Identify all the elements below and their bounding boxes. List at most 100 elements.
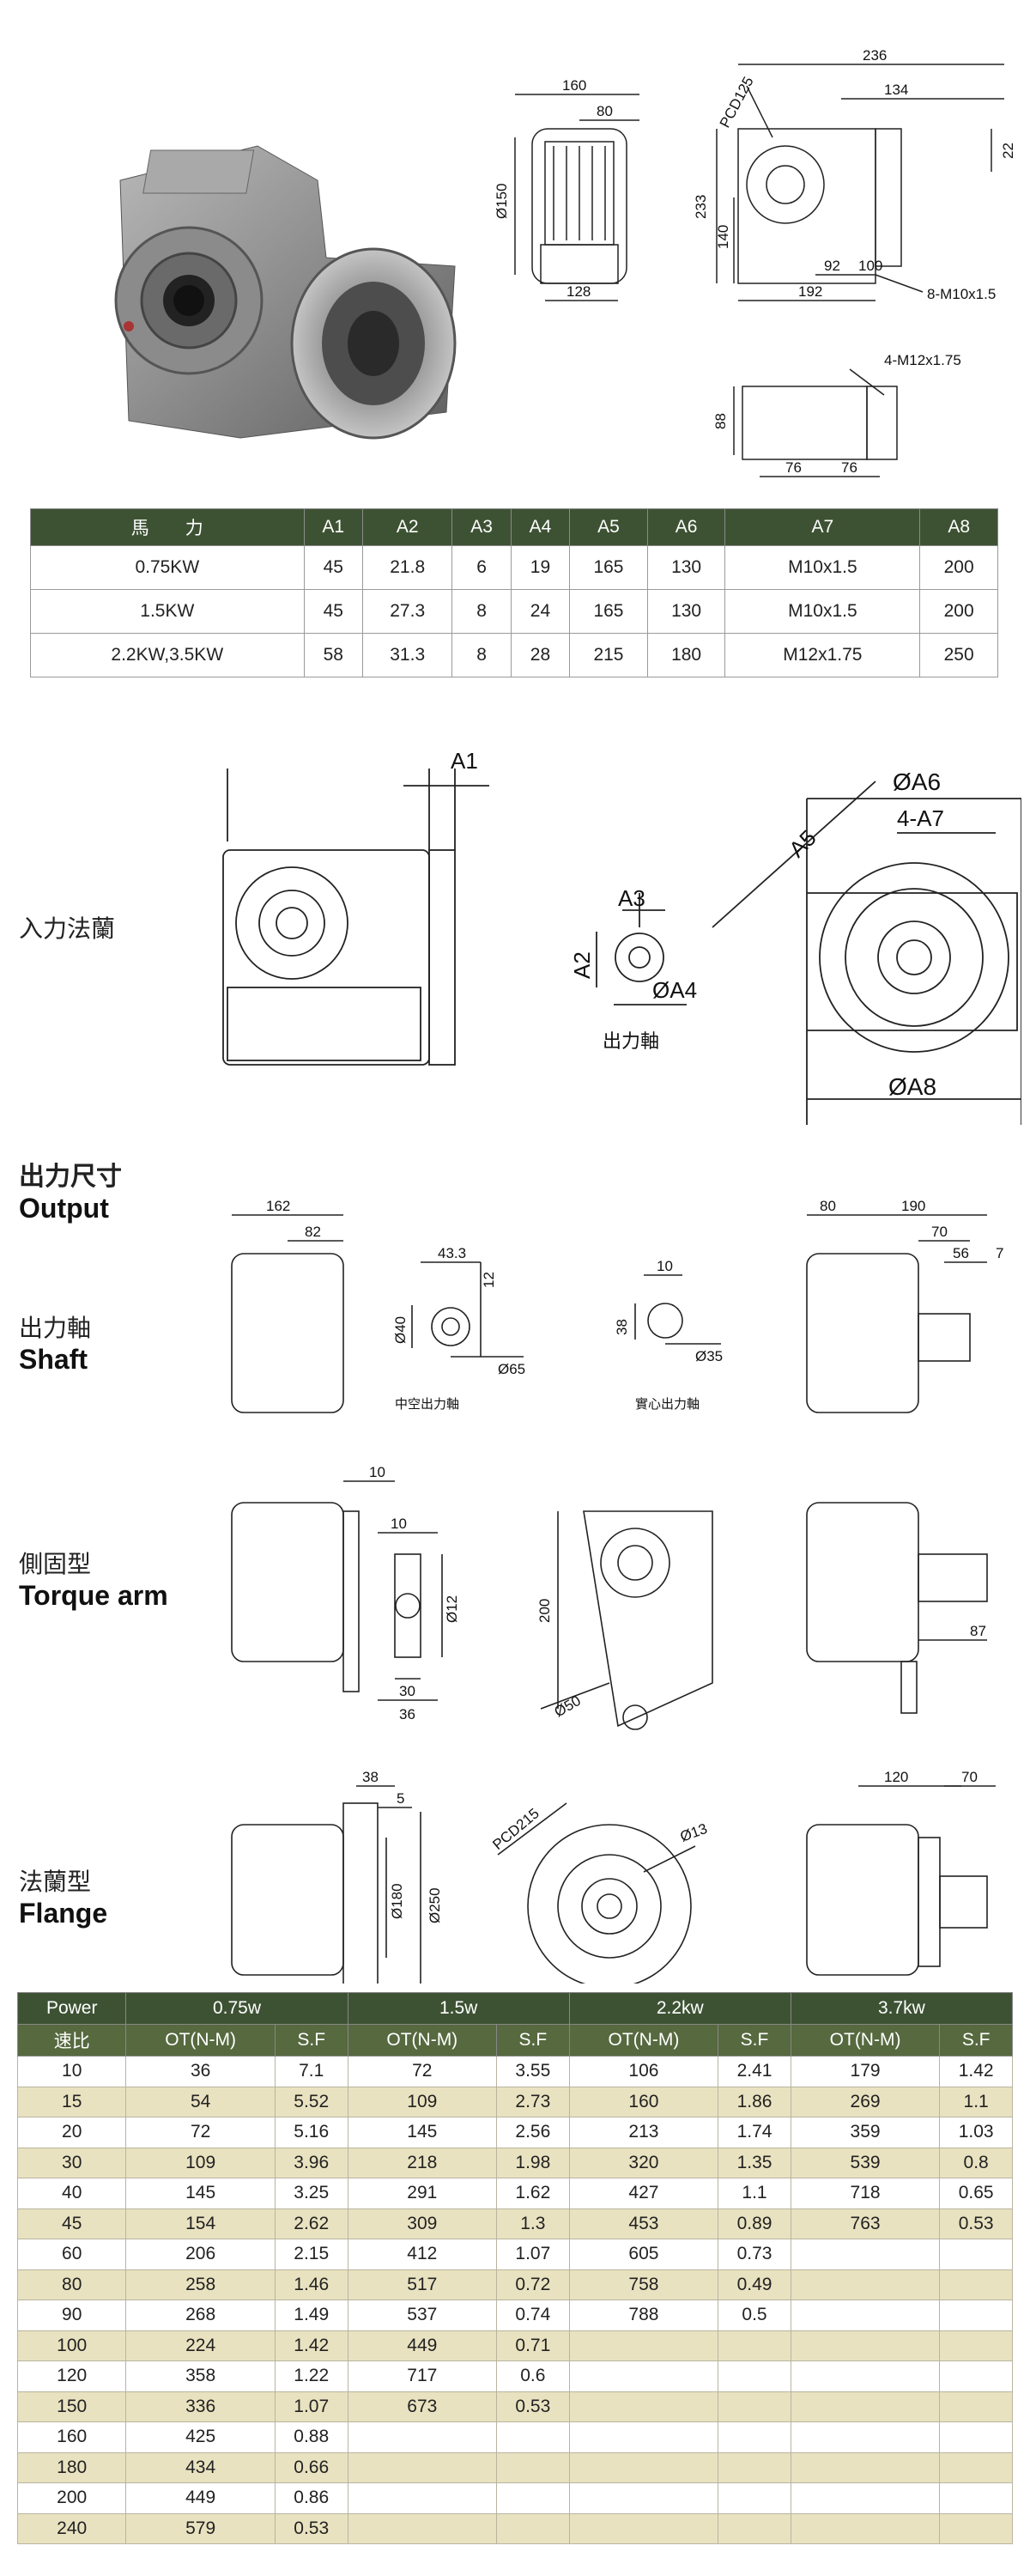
dim-160: 160 (562, 77, 586, 94)
dim-190: 190 (901, 1198, 925, 1214)
table-cell: 1.42 (274, 2330, 348, 2361)
table-cell: 8 (451, 589, 512, 634)
table-cell: 309 (347, 2208, 498, 2239)
performance-table: Power 0.75w 1.5w 2.2kw 3.7kw 速比 OT(N-M) … (16, 1992, 1014, 2544)
table-cell: M10x1.5 (724, 589, 921, 634)
table-cell: 539 (790, 2147, 941, 2178)
dim-d65: Ø65 (498, 1361, 525, 1377)
table-cell: 0.88 (274, 2421, 348, 2453)
dim-bolts-m10: 8-M10x1.5 (927, 286, 996, 302)
top-dimension-drawings: 160 80 Ø150 128 236 134 PCD125 22 233 14… (494, 47, 1016, 477)
table-cell (496, 2451, 570, 2483)
table-cell: 268 (125, 2300, 276, 2331)
dim-38-flange: 38 (362, 1769, 379, 1785)
table-cell: 120 (16, 2360, 127, 2392)
dim-236: 236 (863, 47, 887, 64)
table-cell: 3.55 (496, 2056, 570, 2087)
dim-43: 43.3 (438, 1245, 466, 1261)
table-cell (347, 2451, 498, 2483)
table-cell: 579 (125, 2512, 276, 2544)
table-cell (790, 2360, 941, 2392)
dim-87: 87 (970, 1623, 986, 1639)
table-cell: 758 (568, 2269, 719, 2300)
table-cell (939, 2300, 1013, 2331)
table-cell: 165 (569, 545, 648, 590)
shaft-row-label: 出力軸 Shaft (19, 1309, 91, 1376)
table-cell: 1.07 (274, 2391, 348, 2422)
table-cell: 200 (919, 545, 998, 590)
table-cell: 145 (347, 2117, 498, 2148)
table-cell: 160 (16, 2421, 127, 2453)
dim-a1: A1 (451, 748, 478, 774)
table-cell: 1.3 (496, 2208, 570, 2239)
table-cell: 224 (125, 2330, 276, 2361)
sub-header: S.F (939, 2024, 1013, 2057)
table-cell (790, 2451, 941, 2483)
table-cell: 788 (568, 2300, 719, 2331)
table-cell: 0.53 (939, 2208, 1013, 2239)
dim-pcd215: PCD215 (489, 1805, 542, 1853)
table-cell: 2.2KW,3.5KW (30, 633, 305, 677)
table-cell: 200 (919, 589, 998, 634)
table-cell: 718 (790, 2178, 941, 2209)
table-cell: 291 (347, 2178, 498, 2209)
dim-12-shaft: 12 (481, 1272, 497, 1288)
table-cell: 412 (347, 2239, 498, 2270)
sub-header: OT(N-M) (125, 2024, 276, 2057)
table-cell: 58 (303, 633, 363, 677)
dim-82: 82 (305, 1224, 321, 1240)
table-cell (790, 2421, 941, 2453)
table-cell (790, 2239, 941, 2270)
table-cell (939, 2360, 1013, 2392)
table-cell: 2.41 (718, 2056, 791, 2087)
torque-row-label: 側固型 Torque arm (19, 1546, 168, 1612)
table-cell: 1.74 (718, 2117, 791, 2148)
table-cell (939, 2421, 1013, 2453)
spec-header: A5 (569, 508, 648, 546)
table-cell: 0.5 (718, 2300, 791, 2331)
dim-a7: 4-A7 (897, 805, 944, 831)
table-cell: 517 (347, 2269, 498, 2300)
table-cell (568, 2330, 719, 2361)
dim-a4: ØA4 (652, 977, 697, 1003)
dim-162: 162 (266, 1198, 290, 1214)
table-cell: 1.86 (718, 2086, 791, 2117)
table-cell: 0.6 (496, 2360, 570, 2392)
dim-d180: Ø180 (389, 1883, 405, 1919)
table-cell: 6 (451, 545, 512, 590)
dim-36: 36 (399, 1706, 415, 1722)
dim-a6: ØA6 (893, 769, 941, 795)
table-cell (718, 2451, 791, 2483)
table-cell: 320 (568, 2147, 719, 2178)
table-cell (718, 2391, 791, 2422)
table-cell: 2.73 (496, 2086, 570, 2117)
table-cell (790, 2269, 941, 2300)
input-flange-drawings: A1 A3 A2 ØA4 出力軸 ØA6 4-A7 A5 ØA8 (222, 748, 1021, 1125)
table-cell: 0.53 (496, 2391, 570, 2422)
dim-128: 128 (566, 283, 591, 300)
table-cell: 180 (16, 2451, 127, 2483)
power-header: 3.7kw (790, 1992, 1014, 2025)
table-cell (718, 2482, 791, 2514)
table-cell: 1.07 (496, 2239, 570, 2270)
dim-233: 233 (693, 195, 709, 219)
table-cell (568, 2360, 719, 2392)
table-cell: 717 (347, 2360, 498, 2392)
dim-d40: Ø40 (392, 1316, 409, 1344)
sub-header: OT(N-M) (568, 2024, 719, 2057)
dim-10-arm: 10 (369, 1464, 385, 1480)
table-cell (496, 2512, 570, 2544)
flange-row-label: 法蘭型 Flange (19, 1863, 107, 1929)
dim-pcd125: PCD125 (717, 74, 757, 131)
dim-d150: Ø150 (494, 183, 510, 219)
table-cell (939, 2512, 1013, 2544)
table-cell (790, 2300, 941, 2331)
